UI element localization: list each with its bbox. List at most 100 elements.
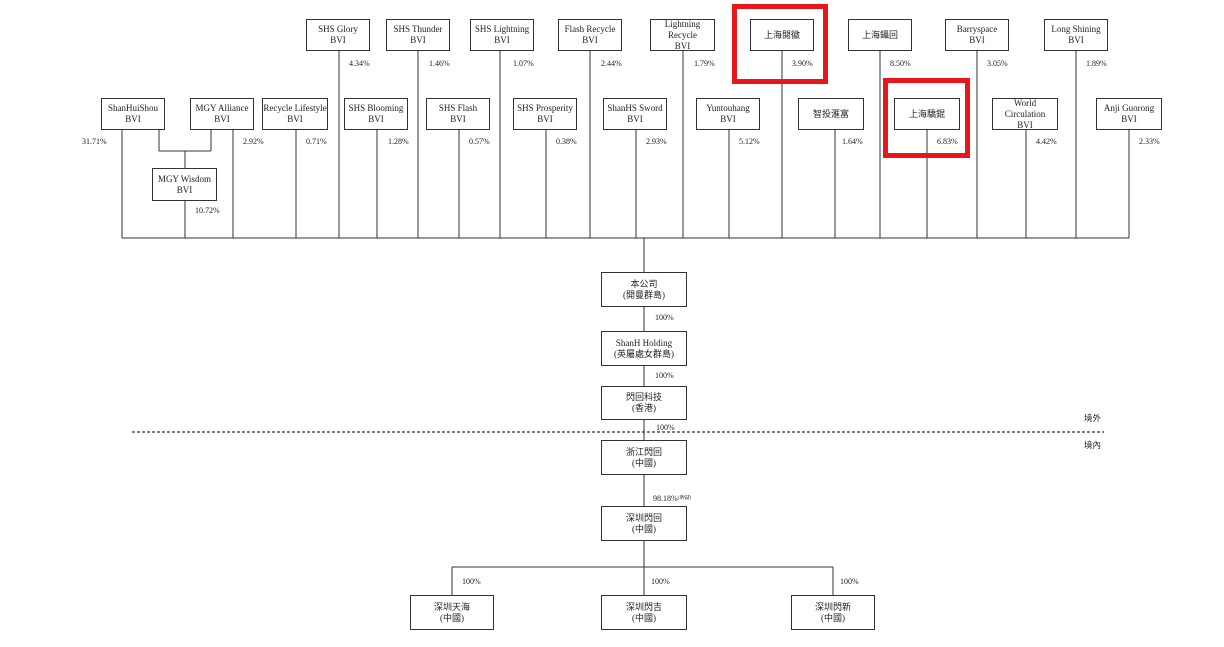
shareholder-name: SHS Thunder — [393, 24, 443, 34]
ownership-percentage: 2.33% — [1139, 137, 1160, 146]
company-jurisdiction: (開曼群島) — [623, 289, 665, 300]
shareholder-box: Yuntouhang BVI — [696, 98, 760, 130]
company-jurisdiction: (香港) — [632, 403, 656, 413]
shareholder-name: Lightning Recycle — [664, 18, 701, 40]
shareholder-jurisdiction: BVI — [330, 35, 346, 45]
shareholder-jurisdiction: BVI — [537, 114, 553, 124]
shareholder-box: Long Shining BVI — [1044, 19, 1108, 51]
shareholder-box: Lightning Recycle BVI — [650, 19, 715, 51]
ownership-percentage: 1.46% — [429, 59, 450, 68]
shareholder-name: 上海閱徽 — [763, 29, 800, 40]
shareholder-box: Flash Recycle BVI — [558, 19, 622, 51]
shareholder-box: SHS Thunder BVI — [386, 19, 450, 51]
shareholder-name: Recycle Lifestyle — [263, 103, 327, 113]
company-name: 本公司 — [630, 278, 658, 289]
shareholder-box: Barryspace BVI — [945, 19, 1009, 51]
company-box: 本公司 (開曼群島) — [601, 272, 687, 307]
shareholder-box: ShanHuiShou BVI — [101, 98, 165, 130]
shareholder-jurisdiction: BVI — [1017, 119, 1033, 130]
company-box: ShanH Holding (英屬處女群島) — [601, 331, 687, 366]
subsidiary-box: 深圳閃新 (中國) — [791, 595, 875, 630]
ownership-percentage: 98.18%(附註) — [653, 494, 691, 504]
company-jurisdiction: (中國) — [440, 612, 464, 623]
shareholder-jurisdiction: BVI — [450, 114, 466, 124]
shareholder-box: Anji Guorong BVI — [1096, 98, 1162, 130]
company-name: 深圳閃新 — [814, 601, 851, 612]
ownership-percentage: 0.38% — [556, 137, 577, 146]
ownership-percentage: 2.92% — [243, 137, 264, 146]
ownership-percentage: 10.72% — [195, 206, 220, 215]
shareholder-name: Long Shining — [1051, 24, 1101, 34]
ownership-percentage: 6.83% — [937, 137, 958, 146]
shareholder-name: ShanHS Sword — [607, 103, 663, 113]
shareholder-jurisdiction: BVI — [720, 114, 736, 124]
ownership-percentage: 1.28% — [388, 137, 409, 146]
ownership-percentage: 3.90% — [792, 59, 813, 68]
shareholder-box: SHS Blooming BVI — [344, 98, 408, 130]
shareholder-name: 上海驕錕 — [908, 108, 945, 119]
shareholder-box: World Circulation BVI — [992, 98, 1058, 130]
note-marker: (附註) — [677, 496, 692, 501]
company-name: 浙江閃回 — [625, 446, 662, 457]
shareholder-name: SHS Flash — [438, 103, 478, 113]
ownership-percentage: 100% — [655, 313, 674, 322]
shareholder-name: 上海鑷回 — [861, 29, 898, 40]
ownership-percentage: 100% — [840, 577, 859, 586]
company-name: ShanH Holding — [615, 337, 673, 348]
ownership-percentage: 2.93% — [646, 137, 667, 146]
shareholder-name: Anji Guorong — [1103, 103, 1155, 113]
shareholder-jurisdiction: BVI — [494, 35, 510, 45]
onshore-label: 境內 — [1084, 440, 1102, 450]
shareholder-box: MGY Alliance BVI — [190, 98, 254, 130]
shareholder-name: World Circulation — [1004, 97, 1046, 119]
shareholder-jurisdiction: BVI — [674, 40, 691, 51]
shareholder-box: 智投滙富 — [798, 98, 864, 130]
ownership-value: 98.18% — [653, 494, 678, 503]
company-name: 閃回科技 — [625, 392, 662, 402]
company-name: 深圳閃吉 — [625, 601, 662, 612]
shareholder-box: SHS Flash BVI — [426, 98, 490, 130]
shareholder-jurisdiction: BVI — [368, 114, 384, 124]
shareholder-jurisdiction: BVI — [125, 114, 141, 124]
subsidiary-box: 深圳閃吉 (中國) — [601, 595, 687, 630]
shareholder-name: 智投滙富 — [812, 108, 849, 119]
highlight-frame — [883, 78, 970, 158]
shareholder-jurisdiction: BVI — [287, 114, 303, 124]
shareholder-box: 上海鑷回 — [848, 19, 912, 51]
ownership-percentage: 4.42% — [1036, 137, 1057, 146]
shareholder-jurisdiction: BVI — [176, 184, 193, 195]
ownership-percentage: 1.07% — [513, 59, 534, 68]
company-box: 閃回科技 (香港) — [601, 386, 687, 420]
ownership-percentage: 100% — [462, 577, 481, 586]
shareholder-name: ShanHuiShou — [107, 103, 158, 113]
ownership-percentage: 31.71% — [82, 137, 107, 146]
shareholder-jurisdiction: BVI — [969, 35, 985, 45]
shareholder-jurisdiction: BVI — [1121, 114, 1137, 124]
ownership-percentage: 8.50% — [890, 59, 911, 68]
shareholder-box: ShanHS Sword BVI — [603, 98, 667, 130]
ownership-percentage: 100% — [656, 423, 675, 432]
offshore-label: 境外 — [1084, 413, 1102, 423]
ownership-percentage: 0.71% — [306, 137, 327, 146]
shareholder-jurisdiction: BVI — [410, 35, 426, 45]
company-box: 浙江閃回 (中國) — [601, 440, 687, 475]
ownership-percentage: 1.89% — [1086, 59, 1107, 68]
ownership-percentage: 1.64% — [842, 137, 863, 146]
shareholder-name: MGY Alliance — [195, 103, 249, 113]
ownership-percentage: 100% — [651, 577, 670, 586]
shareholder-jurisdiction: BVI — [627, 114, 643, 124]
shareholder-name: SHS Glory — [318, 24, 358, 34]
company-name: 深圳閃回 — [625, 512, 662, 523]
ownership-percentage: 1.79% — [694, 59, 715, 68]
shareholder-name: Flash Recycle — [564, 24, 616, 34]
shareholder-box: 上海閱徽 — [750, 19, 814, 51]
company-jurisdiction: (中國) — [821, 612, 845, 623]
shareholder-box: Recycle Lifestyle BVI — [262, 98, 328, 130]
ownership-percentage: 100% — [655, 371, 674, 380]
company-name: 深圳天海 — [433, 601, 470, 612]
shareholder-box: SHS Prosperity BVI — [513, 98, 577, 130]
company-jurisdiction: (中國) — [632, 457, 656, 468]
shareholder-box: SHS Lightning BVI — [470, 19, 534, 51]
shareholder-name: MGY Wisdom — [158, 173, 211, 184]
shareholder-jurisdiction: BVI — [1068, 35, 1084, 45]
